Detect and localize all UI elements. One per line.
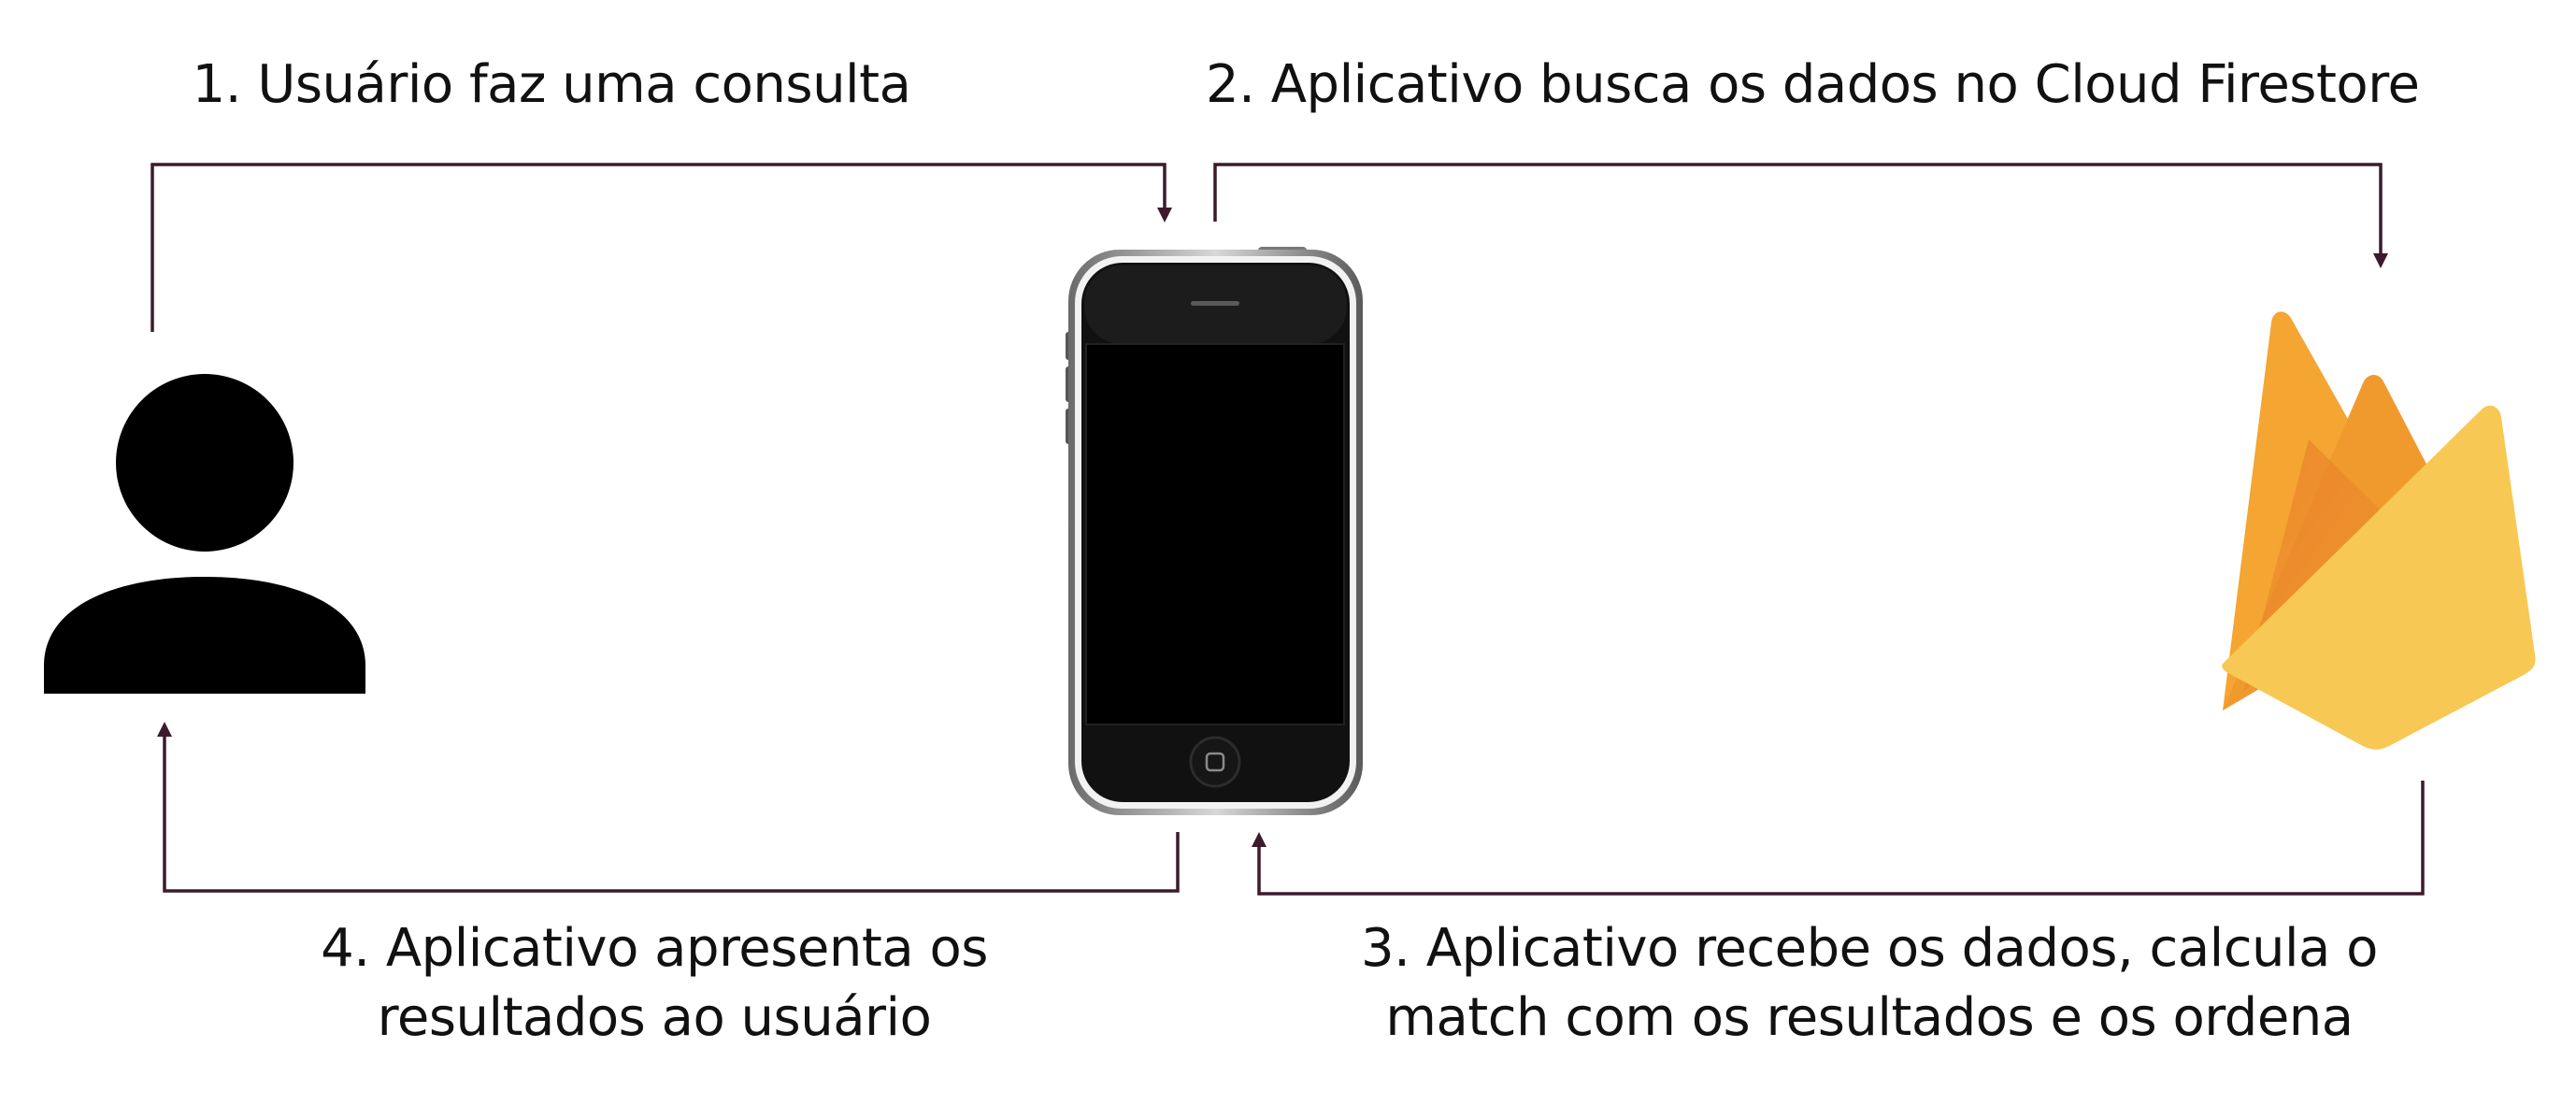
step-2-label: 2. Aplicativo busca os dados no Cloud Fi… (1206, 50, 2420, 120)
step-1-label: 1. Usuário faz uma consulta (150, 50, 953, 120)
step-3-label: 3. Aplicativo recebe os dados, calcula o… (1309, 914, 2430, 1053)
user-icon (44, 374, 365, 694)
connector-firebase-to-phone (1252, 781, 2425, 896)
arrowhead-icon (157, 722, 172, 737)
step-3-line-2: match com os resultados e os ordena (1385, 987, 2354, 1048)
step-4-label: 4. Aplicativo apresenta os resultados ao… (187, 914, 1122, 1053)
connector-phone-to-firebase (1213, 163, 2388, 268)
arrowhead-icon (1157, 208, 1172, 222)
arrowhead-icon (2373, 253, 2388, 268)
step-4-line-1: 4. Aplicativo apresenta os (321, 918, 988, 979)
smartphone-icon (1066, 247, 1363, 815)
step-1-text: 1. Usuário faz uma consulta (192, 54, 911, 115)
connector-phone-to-user (157, 722, 1180, 893)
step-3-line-1: 3. Aplicativo recebe os dados, calcula o (1361, 918, 2378, 979)
firebase-icon (2222, 311, 2536, 750)
arrowhead-icon (1252, 832, 1267, 847)
step-4-line-2: resultados ao usuário (377, 987, 932, 1048)
step-2-text: 2. Aplicativo busca os dados no Cloud Fi… (1206, 54, 2420, 115)
connector-user-to-phone (150, 163, 1172, 332)
